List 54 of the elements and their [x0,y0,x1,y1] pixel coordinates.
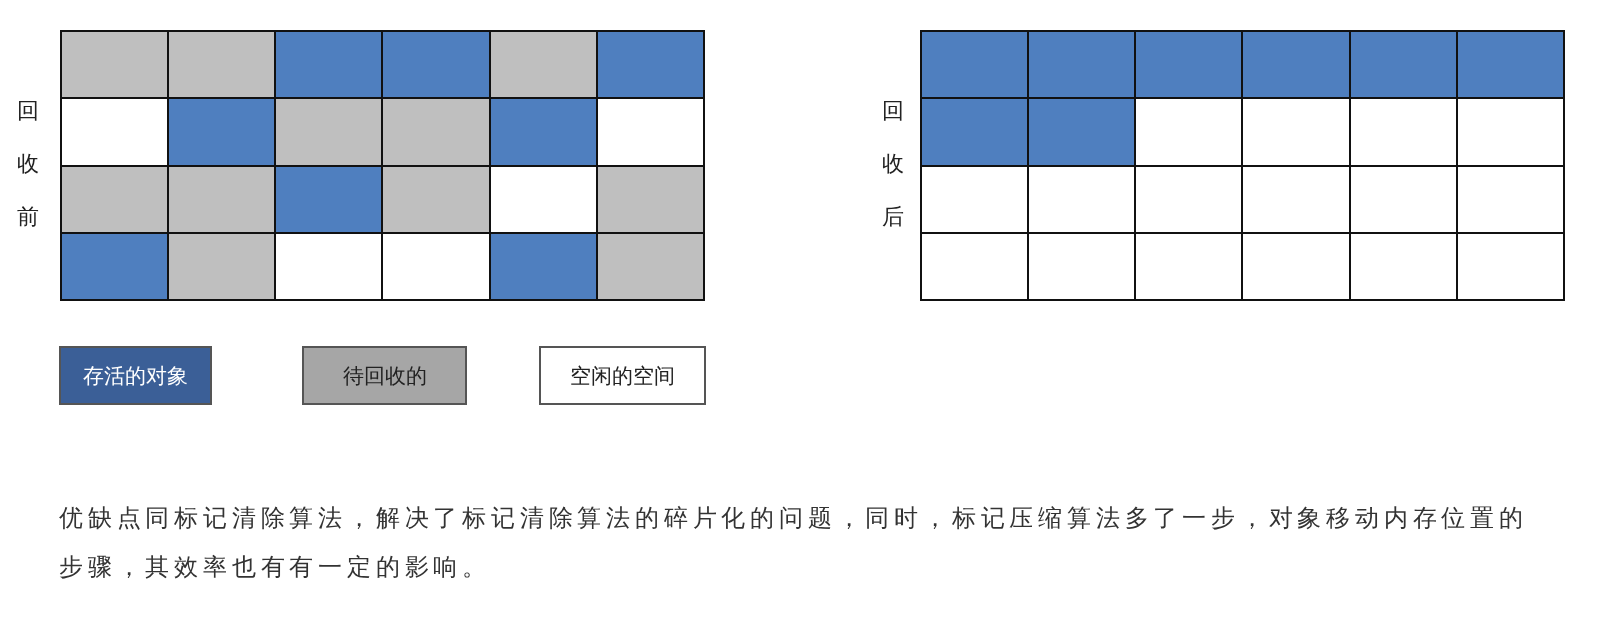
free-block [383,233,489,299]
free-block [1243,99,1349,165]
live-object-block [1029,99,1135,165]
free-block [922,166,1028,232]
garbage-block [62,32,168,98]
garbage-block [169,233,275,299]
free-block [1457,166,1563,232]
live-object-block [922,32,1028,98]
free-block [1457,99,1563,165]
garbage-block [169,166,275,232]
live-object-block [276,166,382,232]
vertical-label: 回收前 [17,97,39,231]
free-block [276,233,382,299]
live-object-block [276,32,382,98]
free-block [1457,233,1563,299]
live-object-block [1457,32,1563,98]
free-block [1029,166,1135,232]
garbage-block [62,166,168,232]
free-block [1243,166,1349,232]
live-object-block [1029,32,1135,98]
live-object-block [383,32,489,98]
live-object-block [922,99,1028,165]
free-block [1350,99,1456,165]
live-object-block [1350,32,1456,98]
legend-key: 存活的对象 [59,346,212,405]
free-block [1136,166,1242,232]
live-object-block [1136,32,1242,98]
garbage-block [276,99,382,165]
free-block [1350,166,1456,232]
live-object-block [62,233,168,299]
free-block [597,99,703,165]
free-block [1136,99,1242,165]
vertical-label: 回收后 [882,97,904,231]
free-block [1243,233,1349,299]
garbage-block [383,99,489,165]
free-block [490,166,596,232]
garbage-block [169,32,275,98]
garbage-block [597,233,703,299]
live-object-block [1243,32,1349,98]
legend-key: 待回收的 [302,346,467,405]
garbage-block [490,32,596,98]
free-block [922,233,1028,299]
free-block [1029,233,1135,299]
description-paragraph: 优缺点同标记清除算法，解决了标记清除算法的碎片化的问题，同时，标记压缩算法多了一步，对象移动内存位置的步骤，其效率也有有一定的影响。 [59,503,1529,583]
free-block [1136,233,1242,299]
garbage-block [597,166,703,232]
live-object-block [490,99,596,165]
free-block [1350,233,1456,299]
garbage-block [383,166,489,232]
free-block [62,99,168,165]
live-object-block [490,233,596,299]
live-object-block [169,99,275,165]
legend-key: 空闲的空间 [539,346,706,405]
live-object-block [597,32,703,98]
